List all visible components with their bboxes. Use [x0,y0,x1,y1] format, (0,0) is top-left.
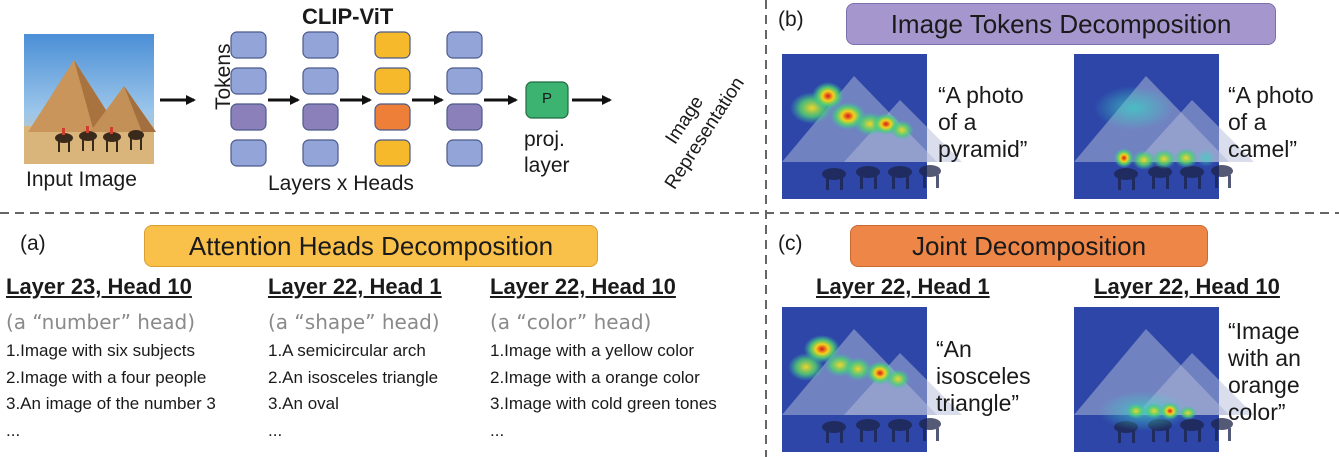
token-grid [230,31,483,167]
joint-head-label-1: Layer 22, Head 1 [816,274,990,299]
list-item: ... [268,420,283,440]
token-cell [446,103,483,131]
token-cell [446,139,483,167]
joint-head-label-2: Layer 22, Head 10 [1094,274,1280,299]
list-item: 3.An image of the number 3 [6,394,216,413]
caption-line: orange [1228,372,1300,399]
list-item: 2.Image with a orange color [490,367,700,387]
heatmap-triangle [782,307,962,452]
head-role: (a “shape” head) [268,310,440,334]
layer-head-label: Layer 22, Head 10 [490,274,676,299]
list-item: ... [6,420,21,440]
panel-b-title: Image Tokens Decomposition [846,3,1276,45]
heatmap-camel [1074,54,1254,199]
caption-line: of a [1228,109,1267,136]
head-role: (a “number” head) [6,310,196,334]
panel-a-letter: (a) [20,232,46,255]
input-image-label: Input Image [26,168,137,191]
list-item: 2.Image with a four people [6,367,207,387]
list-item: ... [490,420,505,440]
token-cell [374,31,411,59]
panel-c-letter: (c) [778,232,803,255]
token-cell [446,67,483,95]
caption-line: “An [936,336,972,362]
token-cell [230,139,267,167]
caption-line: isosceles [936,363,1031,390]
token-cell [302,67,339,95]
head-column-3: Layer 22, Head 10 (a “color” head) 1.Ima… [490,274,717,444]
panel-a-title: Attention Heads Decomposition [144,225,598,267]
proj-label-1: proj. [524,128,565,151]
panel-c-title: Joint Decomposition [850,225,1208,267]
pipeline-title: CLIP-ViT [302,4,394,29]
list-item: 2.An isosceles triangle [268,367,439,387]
proj-label-2: layer [524,154,570,177]
head-column-1: Layer 23, Head 10 (a “number” head) 1.Im… [6,274,216,444]
head-column-2: Layer 22, Head 1 (a “shape” head) 1.A se… [268,274,442,444]
layers-label: Layers x Heads [268,172,414,195]
caption-line: triangle” [936,390,1020,417]
token-cell [446,31,483,59]
caption-line: with an [1228,345,1301,372]
caption-line: pyramid” [938,136,1028,163]
token-cell [374,139,411,167]
tokens-label: Tokens [212,43,235,110]
caption-line: “A photo [938,82,1024,108]
caption-line: “Image [1228,318,1300,344]
layer-head-label: Layer 23, Head 10 [6,274,192,299]
caption-line: camel” [1228,136,1298,163]
list-item: 1.A semicircular arch [268,341,426,360]
token-cell [230,67,267,95]
token-cell [302,139,339,167]
token-cell [302,31,339,59]
token-cell [302,103,339,131]
layer-head-label: Layer 22, Head 1 [268,274,442,299]
token-cell [230,31,267,59]
token-cell [230,103,267,131]
token-cell [374,67,411,95]
heatmap-pyramid [782,54,962,199]
head-role: (a “color” head) [490,310,652,334]
caption-camel: “A photo of a camel” [1228,82,1314,163]
list-item: 3.An oval [268,394,339,413]
list-item: 3.Image with cold green tones [490,394,717,413]
list-item: 1.Image with a yellow color [490,341,695,360]
list-item: 1.Image with six subjects [6,341,195,360]
token-cell [374,103,411,131]
proj-letter: P [541,90,552,107]
caption-line: of a [938,109,977,136]
caption-orange: “Image with an orange color” [1228,318,1301,427]
proj-layer-box [525,81,569,119]
caption-line: color” [1228,399,1286,426]
caption-line: “A photo [1228,82,1314,108]
input-image [24,34,156,164]
panel-b-letter: (b) [778,8,804,31]
caption-pyramid: “A photo of a pyramid” [938,82,1027,163]
caption-triangle: “An isosceles triangle” [936,336,1031,417]
heatmap-orange [1074,307,1254,452]
